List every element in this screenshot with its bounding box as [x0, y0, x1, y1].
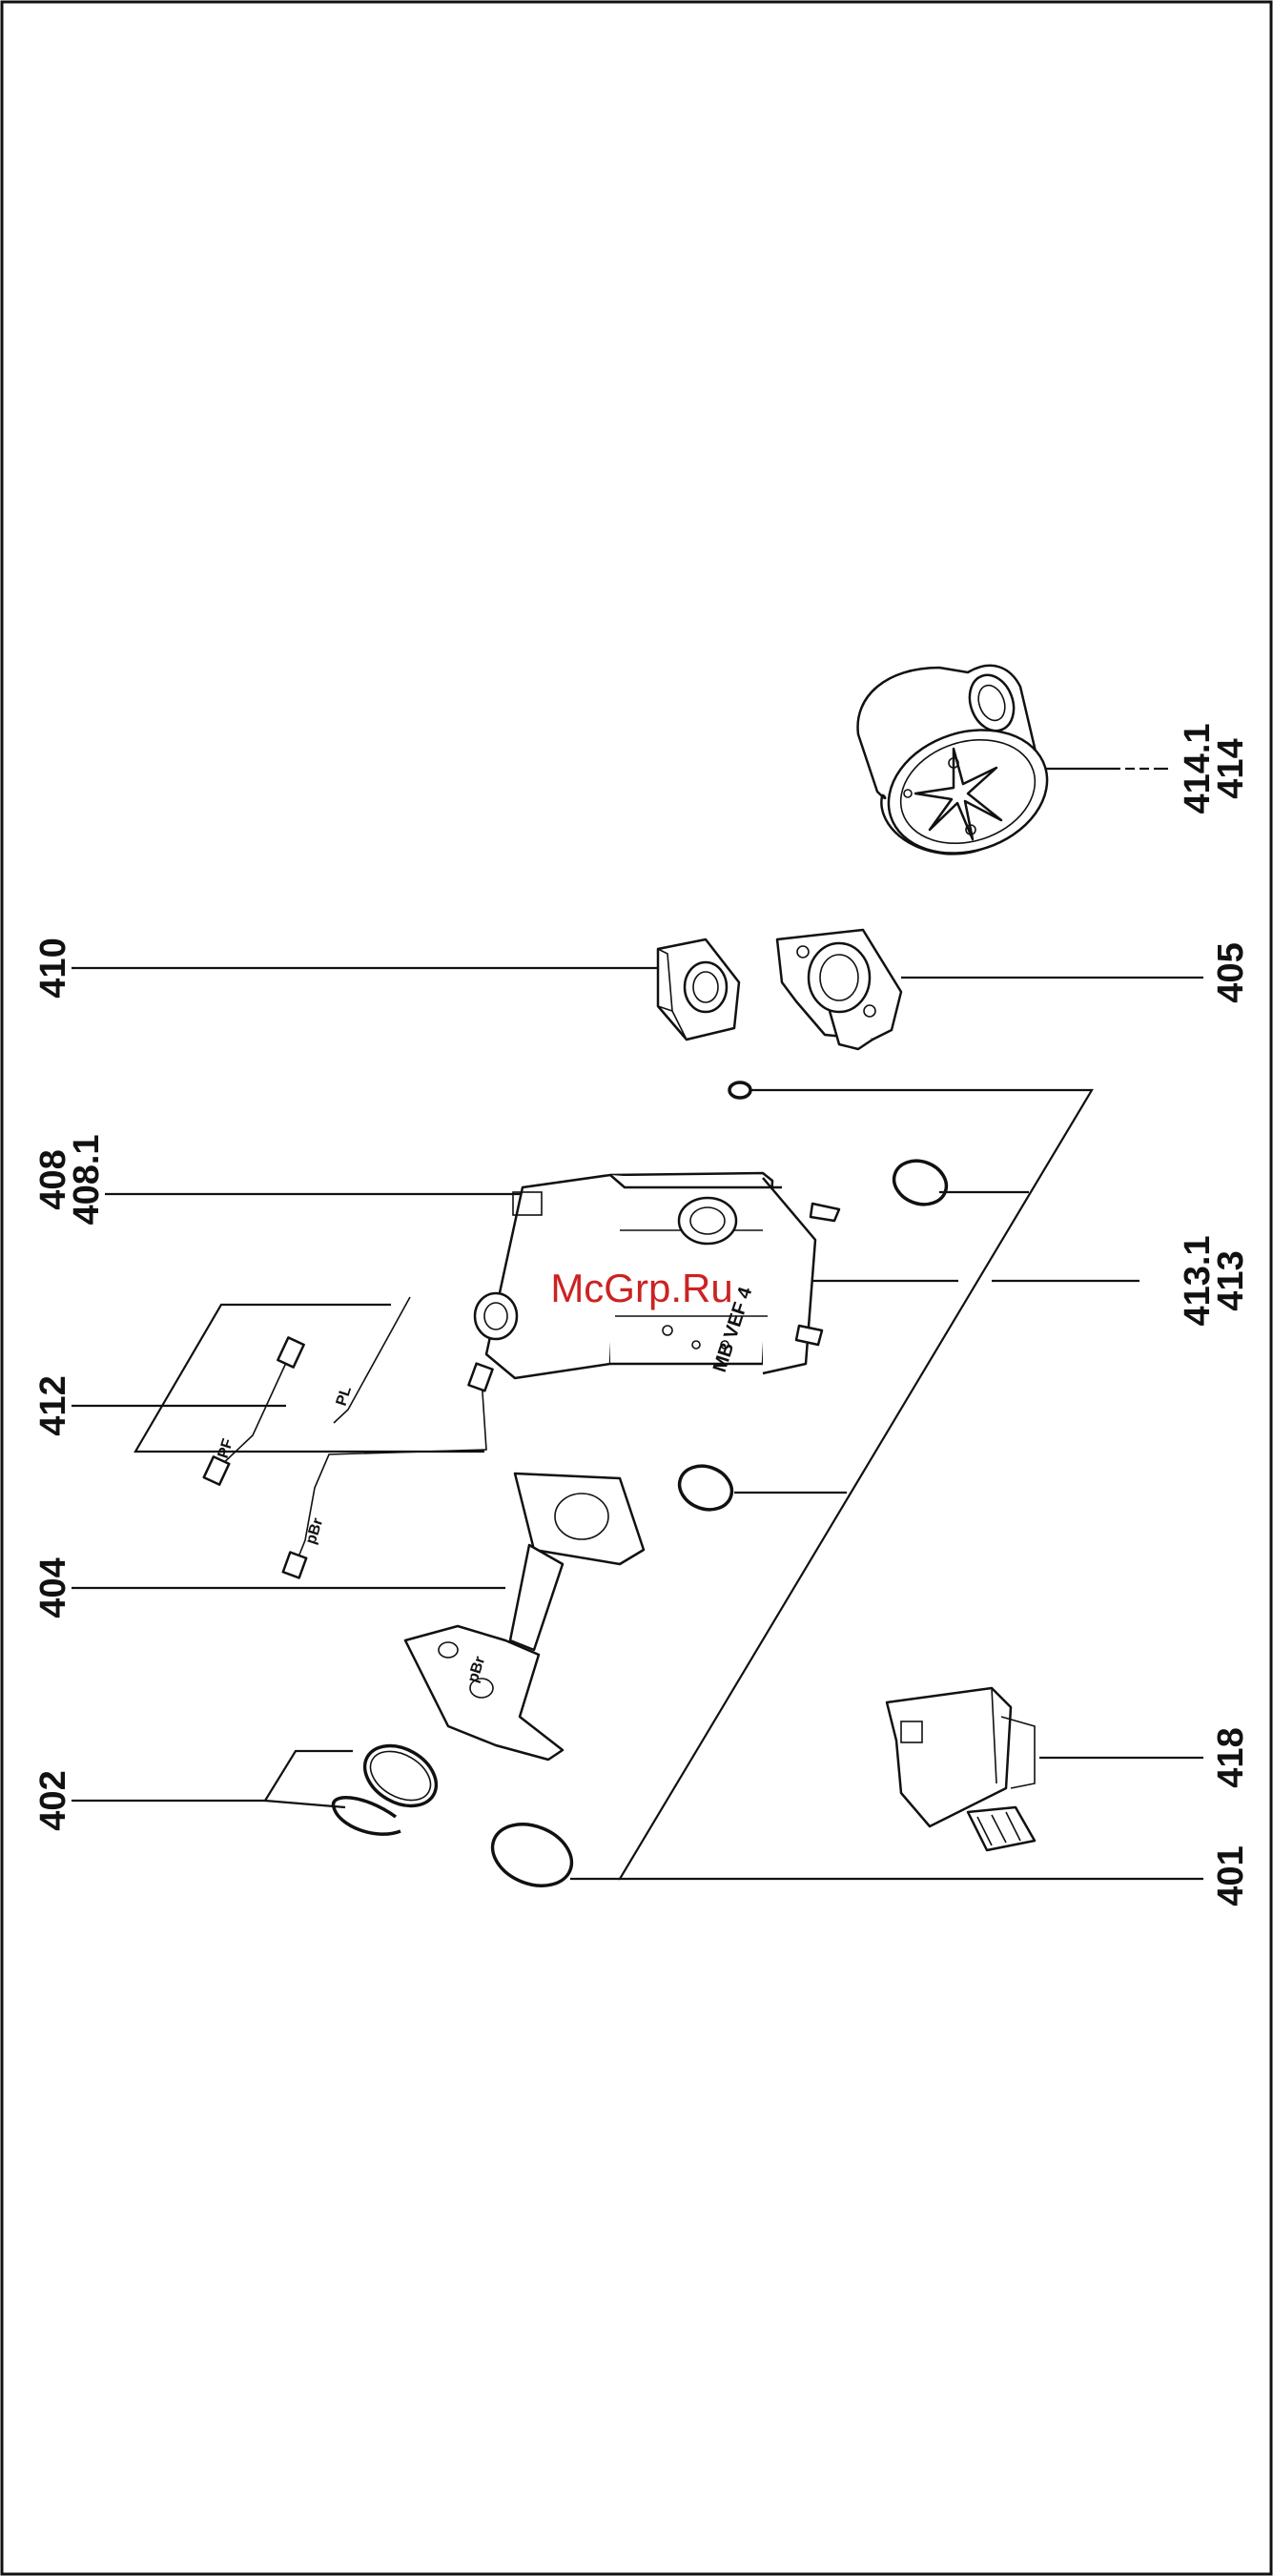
callout-413: 413 [1211, 1250, 1251, 1310]
valve-knob [475, 1293, 517, 1339]
part-405-flange [777, 930, 901, 1049]
callout-401: 401 [1211, 1845, 1251, 1906]
part-401-small-seal [729, 1082, 750, 1098]
connector-plug [968, 1807, 1035, 1850]
part-401-ring-lower [673, 1459, 738, 1516]
marking-pf: PF [216, 1436, 237, 1460]
part-401-ring-large [483, 1813, 581, 1897]
valve-nipple-bottom [796, 1326, 822, 1345]
marking-pbr: pBr [303, 1516, 327, 1546]
callout-412: 412 [33, 1375, 73, 1435]
part-401-ring-upper [888, 1154, 953, 1211]
callout-404: 404 [33, 1557, 73, 1618]
valve-nipple-top [811, 1204, 839, 1221]
watermark: McGrp.Ru [550, 1266, 732, 1310]
callout-410: 410 [33, 938, 73, 998]
part-402-rings [334, 1734, 447, 1834]
leader-412-bracket [135, 1305, 484, 1452]
leader-402 [72, 1751, 353, 1801]
part-414-housing [858, 666, 1063, 873]
part-418-connector [887, 1688, 1035, 1850]
callout-408-1: 408.1 [67, 1134, 107, 1225]
callout-402: 402 [33, 1770, 73, 1830]
part-412-tubes: PF PL pBr [204, 1297, 493, 1577]
callout-418: 418 [1211, 1727, 1251, 1787]
callout-405: 405 [1211, 942, 1251, 1002]
part-404-flange-pipe: pBr [405, 1473, 644, 1760]
part-410-flange [658, 939, 739, 1040]
callout-414: 414 [1211, 738, 1251, 798]
